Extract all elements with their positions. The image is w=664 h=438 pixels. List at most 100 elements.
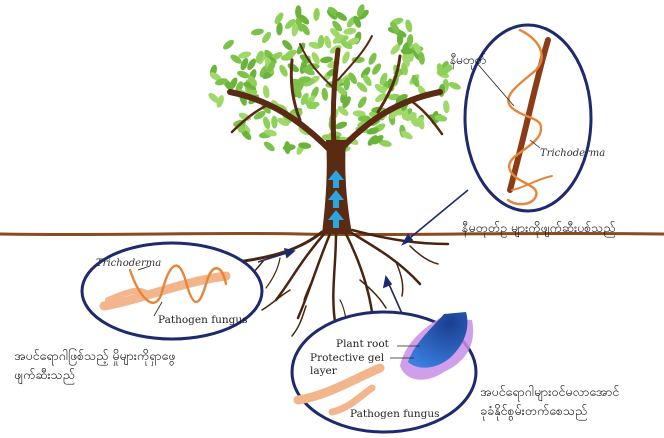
leaf bbox=[330, 27, 341, 39]
leaf bbox=[209, 72, 222, 81]
leaf bbox=[390, 21, 400, 34]
leaf bbox=[320, 56, 333, 64]
leaf bbox=[262, 31, 272, 44]
leaf bbox=[343, 77, 351, 91]
leaf bbox=[300, 23, 310, 36]
leaf bbox=[332, 20, 343, 32]
caption-bottom: အပင်ရောဂါများဝင်မလာအောင် ခုခံနိုင်စွမ်းတ… bbox=[480, 382, 619, 420]
leaf bbox=[324, 35, 332, 49]
leaf bbox=[279, 64, 288, 77]
leaf bbox=[321, 87, 329, 101]
leaf bbox=[263, 116, 271, 130]
leaf bbox=[208, 92, 219, 103]
leaf bbox=[216, 95, 224, 108]
leaf bbox=[366, 127, 380, 135]
leaf bbox=[274, 12, 284, 25]
leaf bbox=[267, 60, 276, 73]
pathogen-hypha-left bbox=[99, 264, 231, 311]
leaf bbox=[353, 15, 362, 28]
caption-bottom-line-2: ခုခံနိုင်စွမ်းတက်စေသည် bbox=[480, 403, 588, 418]
leaf bbox=[296, 79, 305, 93]
leaf bbox=[335, 11, 347, 21]
leaf bbox=[240, 57, 249, 71]
leaf bbox=[343, 27, 357, 35]
leaf bbox=[358, 9, 369, 20]
leaf bbox=[229, 77, 238, 90]
label-hyphae-top: နီမတုတ် bbox=[450, 53, 487, 67]
leaf bbox=[317, 35, 325, 48]
leaf bbox=[298, 142, 312, 149]
leaf bbox=[262, 85, 270, 99]
leaf bbox=[334, 121, 348, 130]
leaf bbox=[441, 64, 452, 76]
leaf bbox=[342, 96, 351, 108]
callout-lines bbox=[390, 345, 420, 359]
caption-left: အပင်ရောဂါဖြစ်သည့် မှိုများကိုရှာဖွေ ဖျက်… bbox=[14, 346, 175, 384]
leaf bbox=[337, 106, 349, 116]
label-protective-gel-line-1: Protective gel bbox=[310, 352, 385, 364]
leaf bbox=[417, 116, 425, 130]
leaf bbox=[346, 37, 360, 46]
leaf bbox=[237, 70, 250, 79]
caption-bottom-line-1: အပင်ရောဂါများဝင်မလာအောင် bbox=[480, 384, 620, 399]
leaf bbox=[357, 96, 367, 109]
leaf bbox=[230, 54, 242, 64]
leaf bbox=[372, 135, 384, 145]
label-pathogen-bottom: Pathogen fungus bbox=[350, 408, 440, 420]
leaf bbox=[368, 52, 377, 65]
leaf bbox=[302, 67, 315, 76]
leaf bbox=[271, 115, 278, 129]
leaf bbox=[418, 51, 425, 65]
leaf bbox=[396, 32, 404, 46]
leaf bbox=[223, 39, 234, 50]
leaf bbox=[336, 85, 347, 96]
leaf bbox=[280, 53, 294, 61]
leaf bbox=[400, 47, 414, 55]
leaf bbox=[443, 100, 450, 114]
label-trichoderma-top: Trichoderma bbox=[540, 148, 606, 159]
leaf bbox=[291, 23, 299, 37]
leaf bbox=[340, 40, 353, 50]
label-trichoderma-left: Trichoderma bbox=[96, 258, 162, 269]
label-plant-root: Plant root bbox=[336, 338, 389, 350]
leaf bbox=[411, 74, 420, 88]
leaf bbox=[253, 111, 266, 120]
leaf bbox=[238, 51, 252, 59]
leaf bbox=[400, 130, 413, 140]
caption-left-line-1: အပင်ရောဂါဖြစ်သည့် မှိုများကိုရှာဖွေ bbox=[14, 348, 176, 363]
leaf bbox=[241, 129, 252, 140]
leaf bbox=[311, 52, 320, 65]
leaf bbox=[413, 42, 422, 55]
leaf bbox=[405, 19, 413, 33]
pointer-arrows bbox=[257, 189, 469, 337]
leaf bbox=[263, 141, 275, 152]
leaf bbox=[255, 50, 264, 63]
caption-left-line-2: ဖျက်ဆီးသည် bbox=[14, 367, 75, 382]
leaf bbox=[264, 129, 277, 137]
leaf bbox=[357, 4, 365, 17]
leaf bbox=[247, 75, 258, 87]
leaf bbox=[372, 63, 382, 75]
tree-roots bbox=[234, 228, 450, 337]
leaf bbox=[284, 141, 291, 155]
leaf bbox=[214, 78, 228, 86]
leaf bbox=[313, 8, 320, 21]
label-pathogen-left: Pathogen fungus bbox=[158, 314, 248, 326]
leaf bbox=[357, 115, 371, 122]
leaf bbox=[378, 139, 392, 147]
ground-line bbox=[0, 231, 664, 237]
upward-arrows bbox=[328, 170, 344, 228]
leaf bbox=[332, 34, 344, 44]
leaf bbox=[434, 114, 448, 122]
leaf bbox=[395, 94, 408, 103]
caption-right: နီမတုတ်ဥ များကိုဖျက်ဆီးပစ်သည် bbox=[462, 220, 616, 235]
leaf bbox=[356, 82, 368, 93]
leaf bbox=[304, 100, 317, 110]
leaf bbox=[362, 74, 372, 87]
pathogen-hypha-bottom bbox=[293, 363, 385, 416]
leaf bbox=[287, 63, 300, 73]
leaf bbox=[367, 135, 378, 146]
leaf bbox=[282, 39, 293, 51]
leaf bbox=[342, 51, 350, 64]
leaf bbox=[390, 44, 401, 55]
